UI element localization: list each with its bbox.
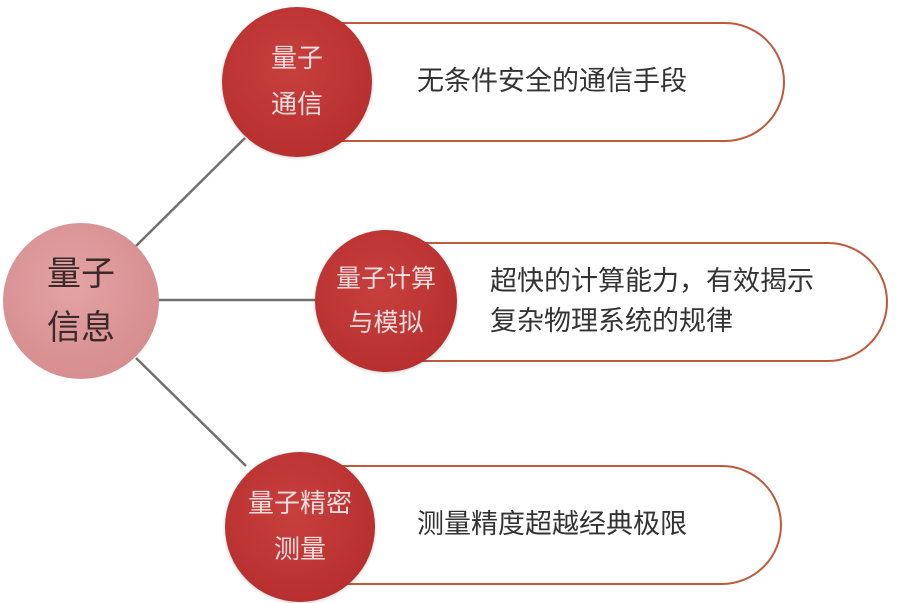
description-box-communication: 无条件安全的通信手段: [330, 22, 785, 142]
description-box-metrology: 测量精度超越经典极限: [320, 465, 782, 585]
description-text: 测量精度超越经典极限: [417, 509, 687, 540]
description-box-computing: 超快的计算能力，有效揭示 复杂物理系统的规律: [420, 242, 888, 362]
node-label: 量子计算 与模拟: [335, 264, 436, 337]
root-label: 量子 信息: [47, 254, 115, 348]
node-quantum-information: 量子 信息: [3, 223, 159, 379]
description-text: 无条件安全的通信手段: [417, 66, 687, 97]
connector-top: [135, 137, 246, 247]
node-label: 量子精密 测量: [247, 489, 352, 565]
node-quantum-metrology: 量子精密 测量: [225, 452, 375, 602]
node-label: 量子 通信: [270, 44, 323, 120]
node-quantum-communication: 量子 通信: [222, 7, 372, 157]
connector-bottom: [135, 357, 247, 467]
node-quantum-computing: 量子计算 与模拟: [315, 230, 457, 372]
description-text: 超快的计算能力，有效揭示 复杂物理系统的规律: [490, 266, 814, 337]
